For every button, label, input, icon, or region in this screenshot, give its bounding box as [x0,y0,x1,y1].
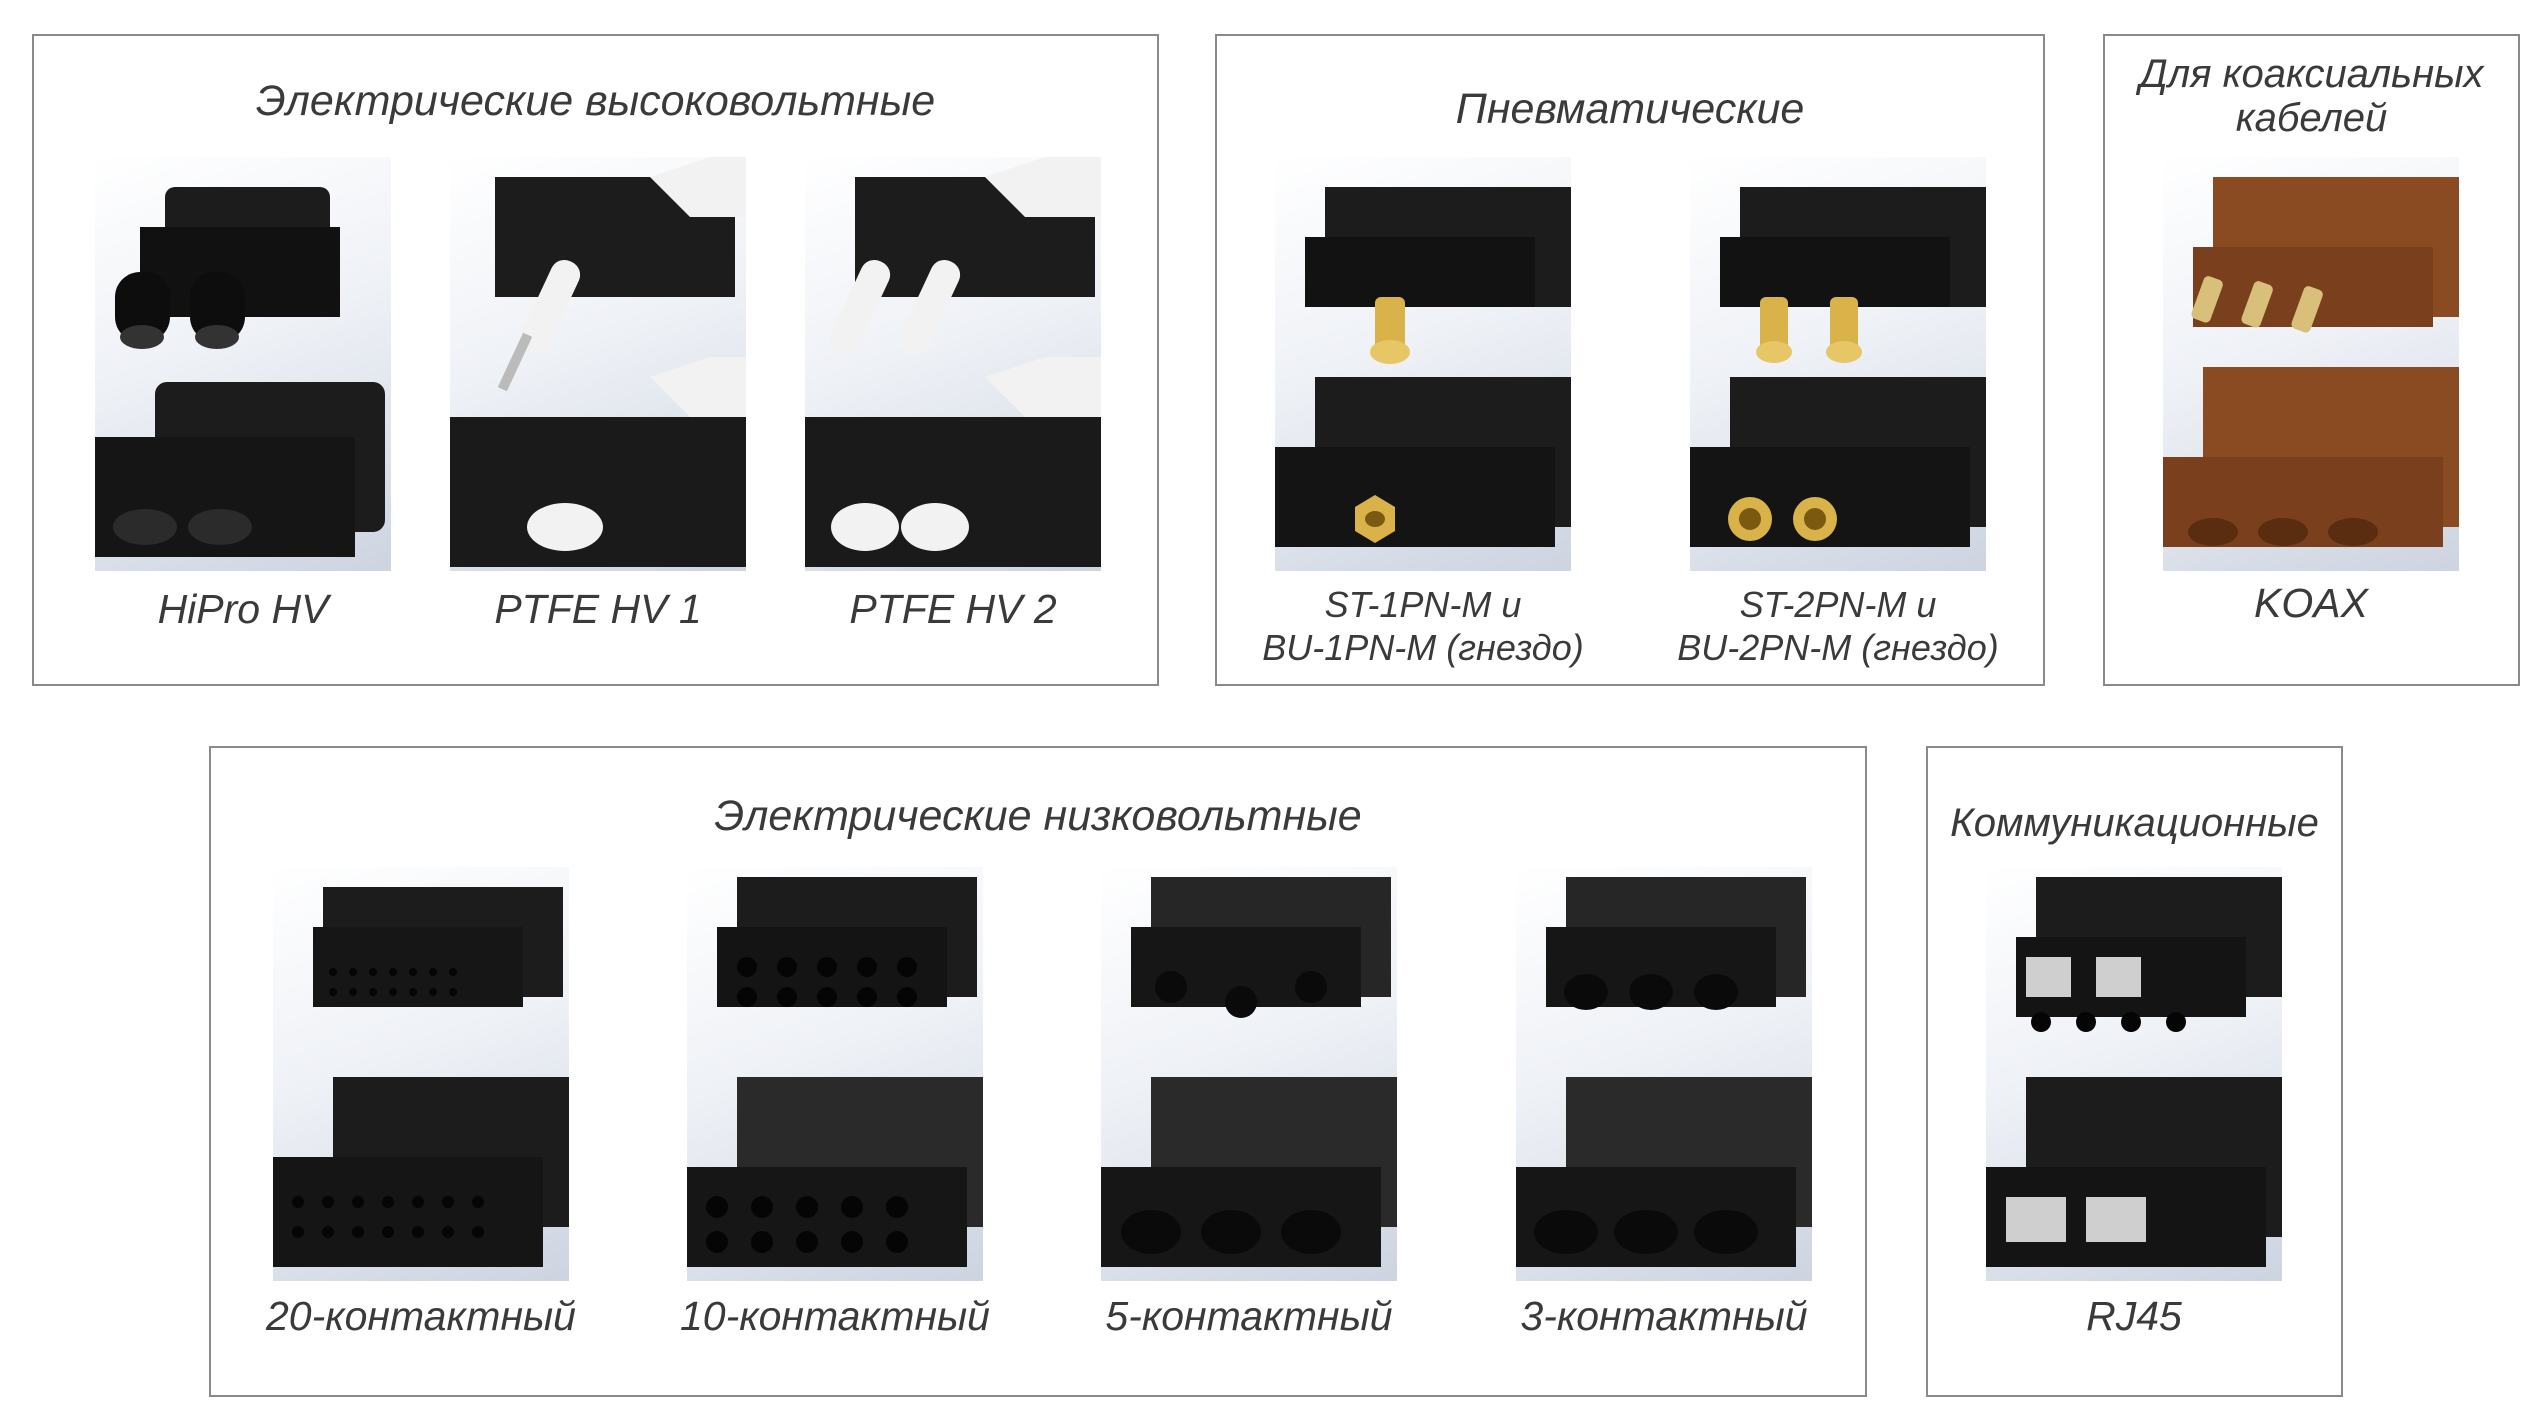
panel-coax-title-line2: кабелей [2235,96,2388,140]
caption-st-1pn-line1: ST-1PN-M и [1324,584,1522,625]
caption-st-2pn-line2: BU-2PN-M (гнездо) [1677,627,1999,669]
panel-lv: Электрические низковольтные 20-контактны… [209,746,1867,1397]
ptfe-hv1-connector-icon [450,157,746,571]
panel-comm: Коммуникационные RJ45 [1926,746,2343,1397]
ptfe-hv2-connector-icon [805,157,1101,571]
20-contact-connector-icon [273,867,569,1281]
caption-st-2pn: ST-2PN-M и BU-2PN-M (гнездо) [1600,583,2076,669]
koax-connector-icon [2163,157,2459,571]
rj45-connector-icon [1986,867,2282,1281]
caption-rj45: RJ45 [2086,1293,2182,1339]
panel-lv-title: Электрические низковольтные [714,792,1362,840]
st-2pn-connector-icon [1690,157,1986,571]
caption-10-contact: 10-контактный [680,1293,990,1339]
panel-pneumatic-title: Пневматические [1455,85,1805,133]
caption-hipro-hv: HiPro HV [157,586,329,632]
caption-20-contact: 20-контактный [266,1293,576,1339]
hipro-hv-connector-icon [95,157,391,571]
10-contact-connector-icon [687,867,983,1281]
panel-coax-title: Для коаксиальных кабелей [2105,52,2518,140]
caption-5-contact: 5-контактный [1105,1293,1393,1339]
3-contact-connector-icon [1516,867,1812,1281]
panel-comm-title: Коммуникационные [1950,801,2319,845]
st-1pn-connector-icon [1275,157,1571,571]
caption-koax: KOAX [2254,580,2368,626]
panel-coax: Для коаксиальных кабелей KOAX [2103,34,2520,686]
caption-ptfe-hv1: PTFE HV 1 [494,586,702,632]
caption-st-1pn: ST-1PN-M и BU-1PN-M (гнездо) [1185,583,1661,669]
panel-pneumatic: Пневматические ST-1PN-M и BU-1PN-M (гнез… [1215,34,2045,686]
5-contact-connector-icon [1101,867,1397,1281]
caption-3-contact: 3-контактный [1520,1293,1808,1339]
panel-hv: Электрические высоковольтные HiPro HV [32,34,1159,686]
panel-hv-title: Электрические высоковольтные [255,77,936,125]
caption-st-1pn-line2: BU-1PN-M (гнездо) [1262,627,1584,669]
caption-ptfe-hv2: PTFE HV 2 [849,586,1057,632]
caption-st-2pn-line1: ST-2PN-M и [1739,584,1937,625]
panel-coax-title-line1: Для коаксиальных [2139,52,2484,96]
